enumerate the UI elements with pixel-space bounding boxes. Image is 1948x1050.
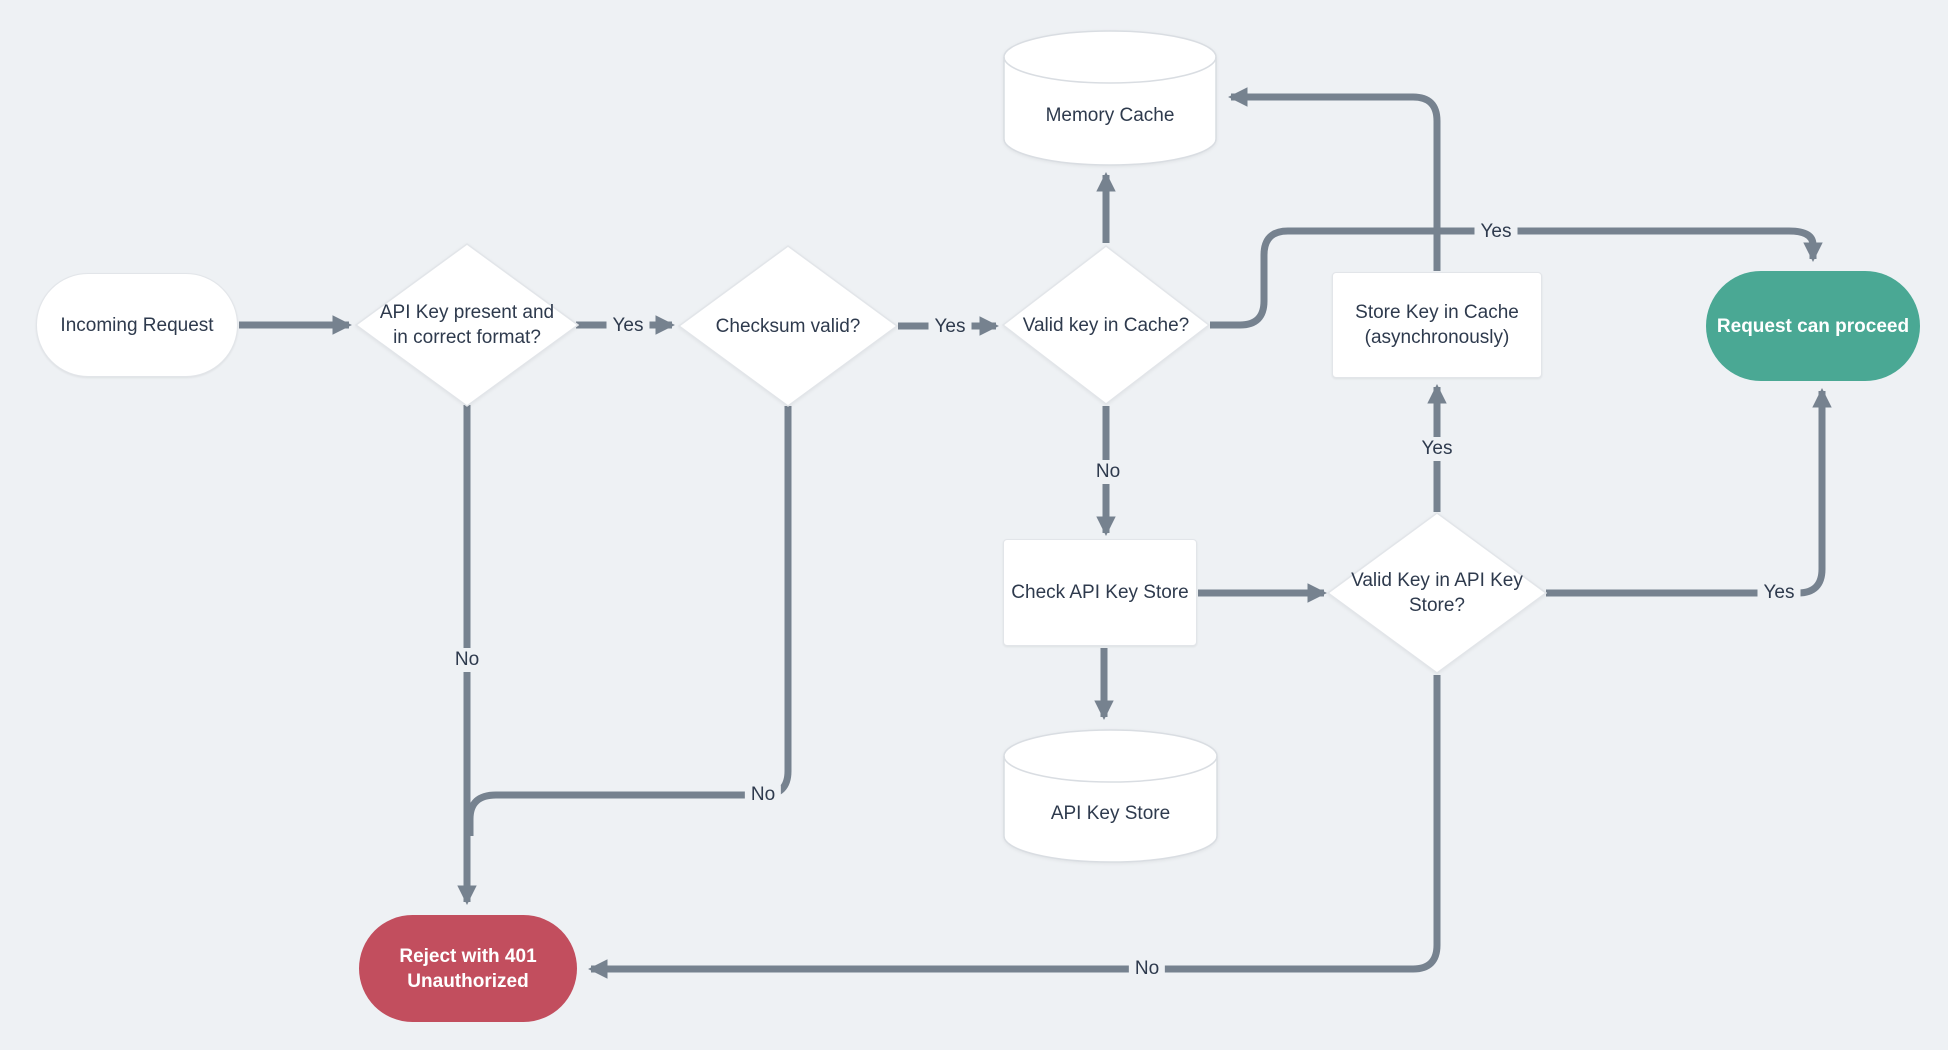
valid-key-store-label: Valid Key in API Key Store? bbox=[1351, 570, 1523, 616]
edge-label-format-no: No bbox=[448, 648, 486, 672]
edge-label-checksum-no: No bbox=[744, 783, 782, 807]
edge-label-cache-no: No bbox=[1089, 460, 1127, 484]
edge-label-apistore-yes: Yes bbox=[1757, 581, 1801, 605]
valid-key-cache-shape bbox=[1002, 245, 1210, 405]
api-key-store-label: API Key Store bbox=[1050, 803, 1171, 824]
node-memory-cache: Memory Cache bbox=[1003, 30, 1217, 166]
node-store-key-cache: Store Key in Cache (asynchronously) bbox=[1332, 272, 1542, 378]
check-store-label: Check API Key Store bbox=[1011, 582, 1189, 603]
node-request-proceed: Request can proceed bbox=[1706, 271, 1920, 381]
node-incoming-request: Incoming Request bbox=[36, 273, 238, 377]
memory-cache-label: Memory Cache bbox=[1045, 105, 1175, 126]
valid-key-cache-label: Valid key in Cache? bbox=[1022, 314, 1190, 336]
api-key-format-label: API Key present and in correct format? bbox=[379, 302, 555, 348]
incoming-request-label: Incoming Request bbox=[60, 314, 214, 336]
edge-apistore-yes-to-proceed bbox=[1546, 388, 1832, 597]
edge-label-apistore-no: No bbox=[1128, 957, 1166, 981]
edge-label-store-yes: Yes bbox=[1415, 437, 1459, 461]
node-check-store: Check API Key Store bbox=[1003, 539, 1197, 646]
edge-label-format-yes: Yes bbox=[606, 314, 650, 338]
node-reject-401: Reject with 401 Unauthorized bbox=[359, 915, 577, 1022]
api-key-store-shape bbox=[1003, 729, 1218, 863]
node-valid-key-store: Valid Key in API Key Store? bbox=[1327, 512, 1547, 674]
edge-apistore-no-to-reject bbox=[588, 675, 1441, 979]
store-key-cache-label: Store Key in Cache (asynchronously) bbox=[1355, 302, 1519, 348]
memory-cache-shape bbox=[1003, 30, 1217, 166]
node-api-key-format: API Key present and in correct format? bbox=[355, 243, 579, 407]
edge-cache-yes-to-proceed bbox=[1210, 227, 1823, 329]
edge-checksum-no-join bbox=[466, 406, 792, 836]
checksum-valid-label: Checksum valid? bbox=[715, 315, 861, 337]
reject-401-label: Reject with 401 Unauthorized bbox=[399, 945, 537, 992]
api-key-format-shape bbox=[355, 243, 579, 407]
valid-key-store-shape bbox=[1327, 512, 1547, 674]
checksum-valid-shape bbox=[678, 245, 898, 407]
node-checksum-valid: Checksum valid? bbox=[678, 245, 898, 407]
node-valid-key-cache: Valid key in Cache? bbox=[1002, 245, 1210, 405]
edge-label-checksum-yes: Yes bbox=[928, 315, 972, 339]
edge-storekey-to-memorycache bbox=[1228, 87, 1441, 271]
edge-label-cache-yes: Yes bbox=[1474, 220, 1518, 244]
request-proceed-label: Request can proceed bbox=[1716, 315, 1910, 337]
node-api-key-store: API Key Store bbox=[1003, 729, 1218, 863]
